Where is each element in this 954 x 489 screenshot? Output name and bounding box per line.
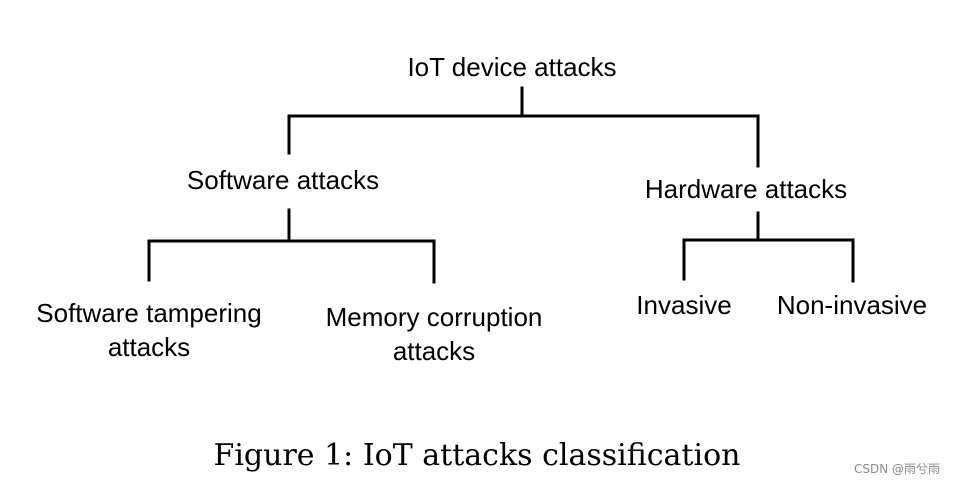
software-node-label: Software attacks	[186, 165, 380, 195]
watermark: CSDN @雨兮雨	[853, 462, 940, 476]
figure-caption: Figure 1: IoT attacks classification	[213, 438, 741, 473]
non-invasive-node-label: Non-invasive	[776, 290, 928, 320]
hardware-node-label: Hardware attacks	[644, 174, 848, 204]
software-tampering-node-label: Software tampering attacks	[36, 298, 262, 362]
root-node-label: IoT device attacks	[407, 52, 617, 82]
memory-corruption-node-label: Memory corruption attacks	[325, 302, 543, 366]
invasive-node-label: Invasive	[636, 290, 732, 320]
